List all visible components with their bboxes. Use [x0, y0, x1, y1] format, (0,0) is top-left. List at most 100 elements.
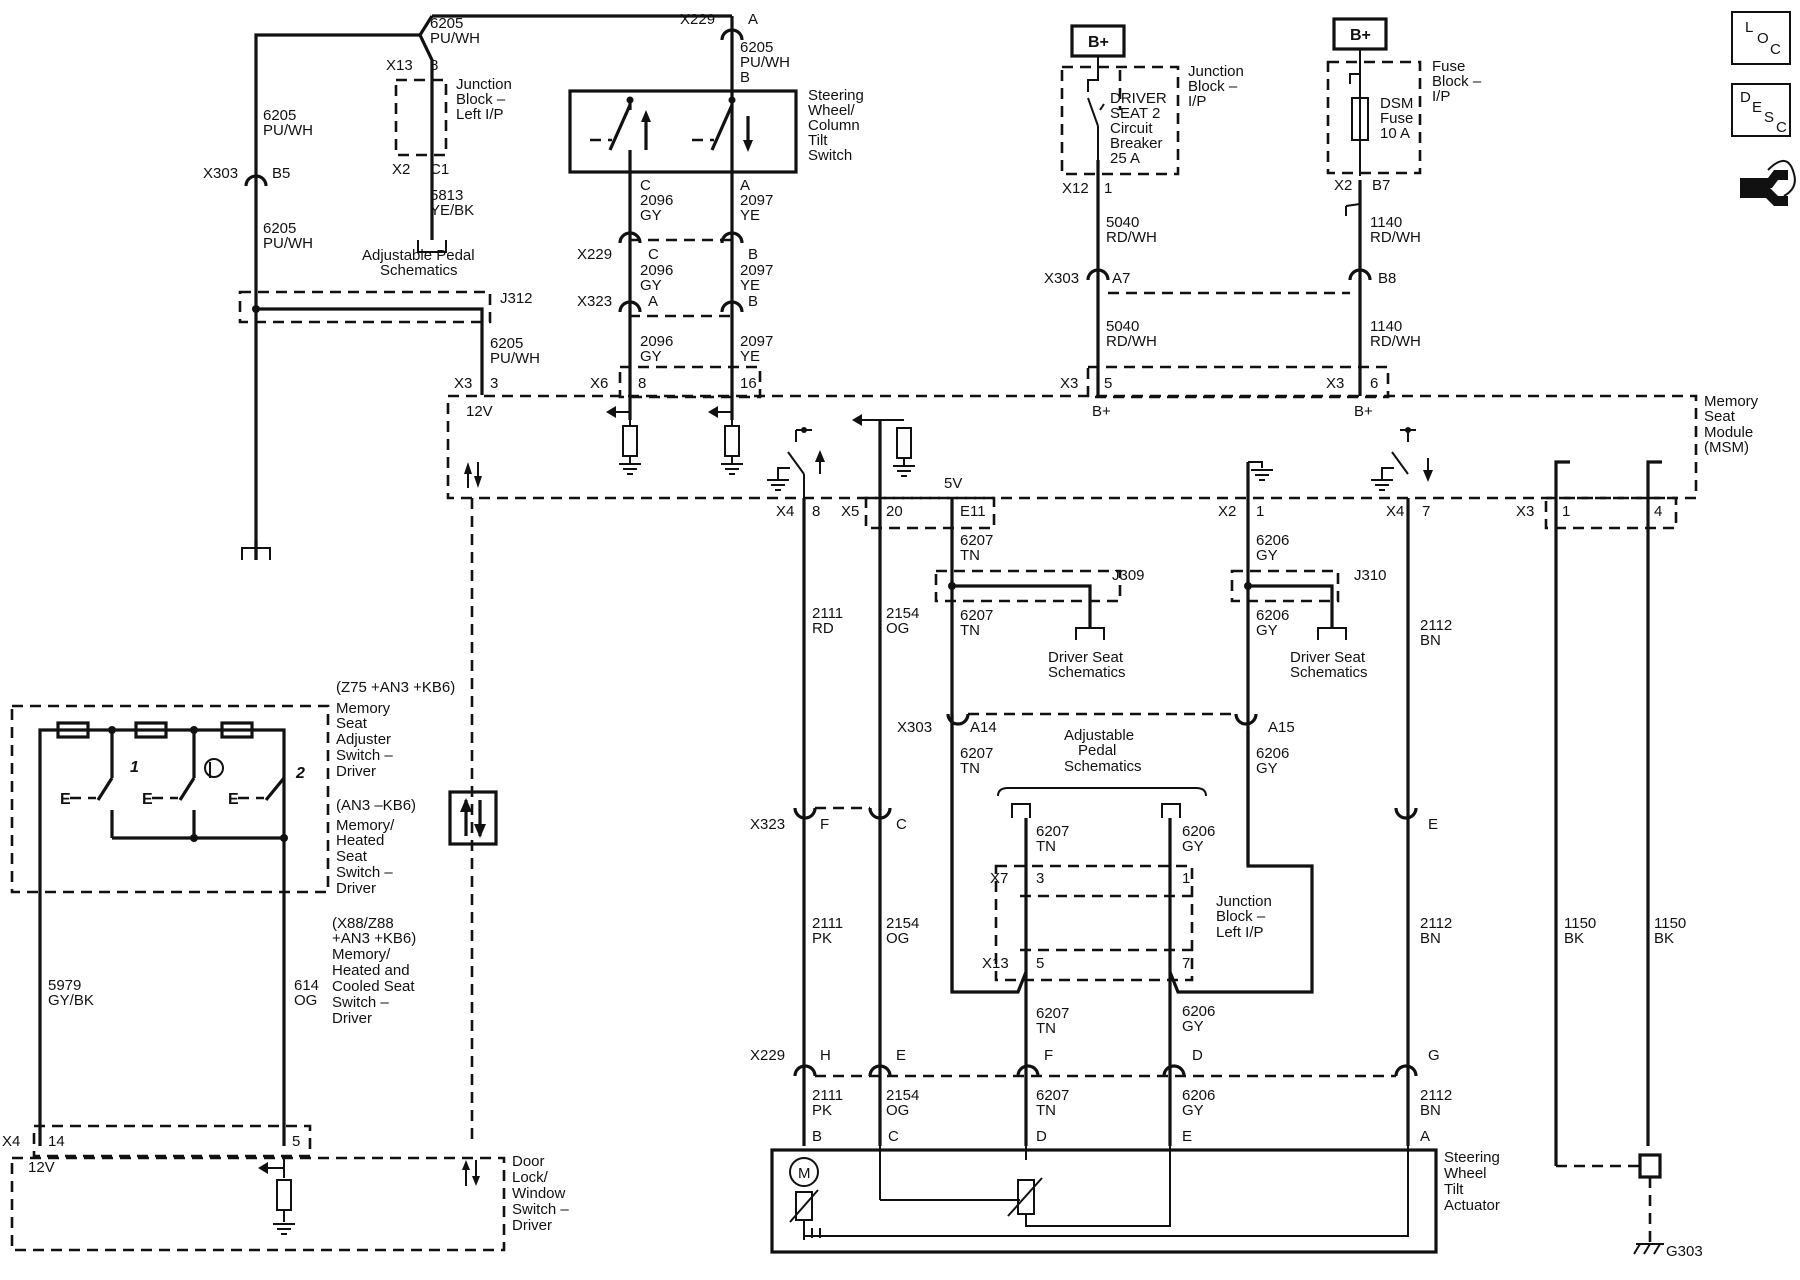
diagram-label: PU/WH — [263, 235, 313, 252]
diagram-label: 6206 — [1256, 532, 1289, 549]
diagram-label: 2096 — [640, 333, 673, 350]
splice-j312 — [238, 290, 492, 324]
diagram-label: B — [748, 293, 758, 310]
diagram-label: 1 — [1104, 180, 1112, 197]
diagram-label: Wheel/ — [808, 102, 856, 119]
svg-text:L: L — [1745, 19, 1753, 36]
diagram-label: RD/WH — [1106, 229, 1157, 246]
diagram-label: Block – — [1216, 908, 1266, 925]
diagram-label: C — [888, 1128, 899, 1145]
diagram-label: 7 — [1182, 955, 1190, 972]
diagram-label: X229 — [680, 11, 715, 28]
diagram-label: BK — [1564, 930, 1584, 947]
diagram-label: 6206 — [1256, 607, 1289, 624]
diagram-label: Memory/ — [332, 946, 391, 963]
connector-view-icon[interactable] — [1740, 160, 1796, 206]
diagram-label: 3 — [1036, 870, 1044, 887]
diagram-label: F — [1044, 1047, 1053, 1064]
msm-input-630 — [606, 398, 642, 475]
diagram-label: Cooled Seat — [332, 978, 415, 995]
svg-text:C: C — [1770, 41, 1781, 58]
diagram-label: TN — [1036, 1020, 1056, 1037]
splice-j310 — [1230, 569, 1340, 603]
diagram-label: 2111 — [812, 915, 843, 932]
diagram-label: BK — [1654, 930, 1674, 947]
diagram-label: A14 — [970, 719, 997, 736]
diagram-label: 6207 — [960, 607, 993, 624]
diagram-label: D — [1036, 1128, 1047, 1145]
diagram-label: X4 — [776, 503, 794, 520]
splice-j309 — [934, 569, 1122, 603]
diagram-label: OG — [886, 930, 909, 947]
diagram-label: PU/WH — [490, 350, 540, 367]
diagram-label: X303 — [1044, 270, 1079, 287]
diagram-label: Adjuster — [336, 731, 391, 748]
fuse-symbol — [1345, 49, 1369, 216]
desc-icon[interactable]: D E S C — [1731, 83, 1791, 137]
diagram-label: TN — [960, 547, 980, 564]
steering-wheel-tilt-actuator — [770, 1148, 1438, 1254]
connector-x3-1-4 — [1544, 496, 1678, 530]
diagram-label: 1140 — [1370, 318, 1402, 335]
diagram-label: Circuit — [1110, 120, 1153, 137]
diagram-label: 6 — [1370, 375, 1378, 392]
driver-seat-schematics-ref — [241, 540, 271, 560]
diagram-label: Steering — [808, 87, 864, 104]
diagram-label: 2112 — [1420, 617, 1452, 634]
diagram-label: Tilt — [808, 132, 828, 149]
diagram-label: J310 — [1354, 567, 1387, 584]
diagram-label: X323 — [577, 293, 612, 310]
diagram-label: X323 — [750, 816, 785, 833]
diagram-label: BN — [1420, 930, 1441, 947]
diagram-label: 6206 — [1182, 823, 1215, 840]
diagram-label: TN — [960, 760, 980, 777]
diagram-label: Heated and — [332, 962, 410, 979]
adjustable-pedal-bracket — [997, 787, 1207, 818]
motor-label: M — [798, 1165, 811, 1182]
diagram-label: 2097 — [740, 333, 773, 350]
diagram-label: 6205 — [740, 39, 773, 56]
diagram-label: Memory — [336, 700, 391, 717]
diagram-label: GY — [640, 348, 662, 365]
svg-text:S: S — [1764, 109, 1774, 126]
door-switch-internal — [258, 1158, 480, 1235]
tilt-actuator-internal — [789, 1146, 1409, 1240]
diagram-label: I/P — [1188, 93, 1206, 110]
switch-e-label-3: E — [228, 791, 239, 808]
diagram-label: Tilt — [1444, 1181, 1464, 1198]
diagram-label: 2154 — [886, 915, 919, 932]
diagram-label: X3 — [1326, 375, 1344, 392]
diagram-label: 2097 — [740, 262, 773, 279]
diagram-label: Seat — [336, 715, 368, 732]
diagram-label: YE — [740, 277, 760, 294]
bidirectional-box — [448, 790, 498, 846]
diagram-label: OG — [886, 620, 909, 637]
circuit-breaker-symbol — [1087, 56, 1105, 176]
diagram-label: SEAT 2 — [1110, 105, 1160, 122]
msm-x5-20 — [852, 414, 916, 1146]
diagram-label: 6207 — [1036, 823, 1069, 840]
diagram-label: 2111 — [812, 605, 843, 622]
seat-icon — [204, 758, 224, 778]
diagram-label: RD/WH — [1106, 333, 1157, 350]
diagram-label: 20 — [886, 503, 903, 520]
diagram-label: X4 — [2, 1133, 20, 1150]
diagram-label: BN — [1420, 1102, 1441, 1119]
svg-text:C: C — [1776, 119, 1787, 136]
diagram-label: Driver Seat — [1048, 649, 1124, 666]
diagram-label: Driver — [336, 763, 376, 780]
diagram-label: Seat — [336, 848, 368, 865]
diagram-label: X6 — [590, 375, 608, 392]
diagram-label: 6207 — [960, 532, 993, 549]
diagram-label: (Z75 +AN3 +KB6) — [336, 679, 455, 696]
diagram-label: X5 — [841, 503, 859, 520]
diagram-label: 6206 — [1182, 1087, 1215, 1104]
diagram-label: F — [820, 816, 829, 833]
diagram-label: C — [896, 816, 907, 833]
msm-x2-1 — [1246, 461, 1274, 865]
diagram-label: A — [740, 177, 750, 194]
loc-icon[interactable]: L O C — [1731, 11, 1791, 65]
diagram-label: Column — [808, 117, 860, 134]
